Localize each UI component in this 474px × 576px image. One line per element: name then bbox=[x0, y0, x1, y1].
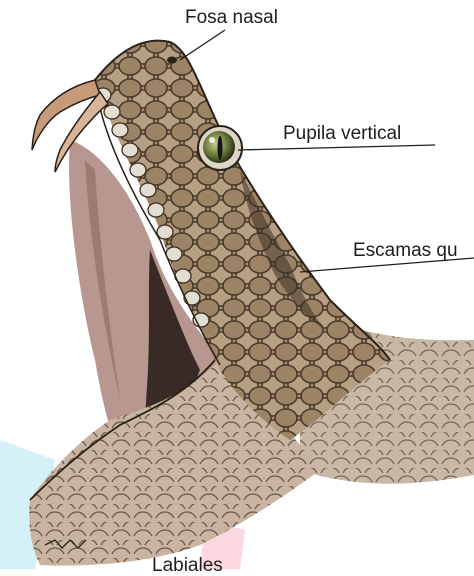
label-labials: Labiales bbox=[152, 556, 223, 575]
label-vertical-pupil: Pupila vertical bbox=[283, 124, 401, 143]
vertical-pupil bbox=[218, 136, 223, 160]
eye-highlight bbox=[209, 137, 215, 143]
leader-line-nasal bbox=[180, 30, 225, 60]
nostril bbox=[167, 57, 177, 64]
label-nasal-pit: Fosa nasal bbox=[185, 8, 278, 27]
leader-line-pupil bbox=[238, 145, 435, 150]
label-keeled-scales: Escamas qu bbox=[353, 241, 458, 260]
